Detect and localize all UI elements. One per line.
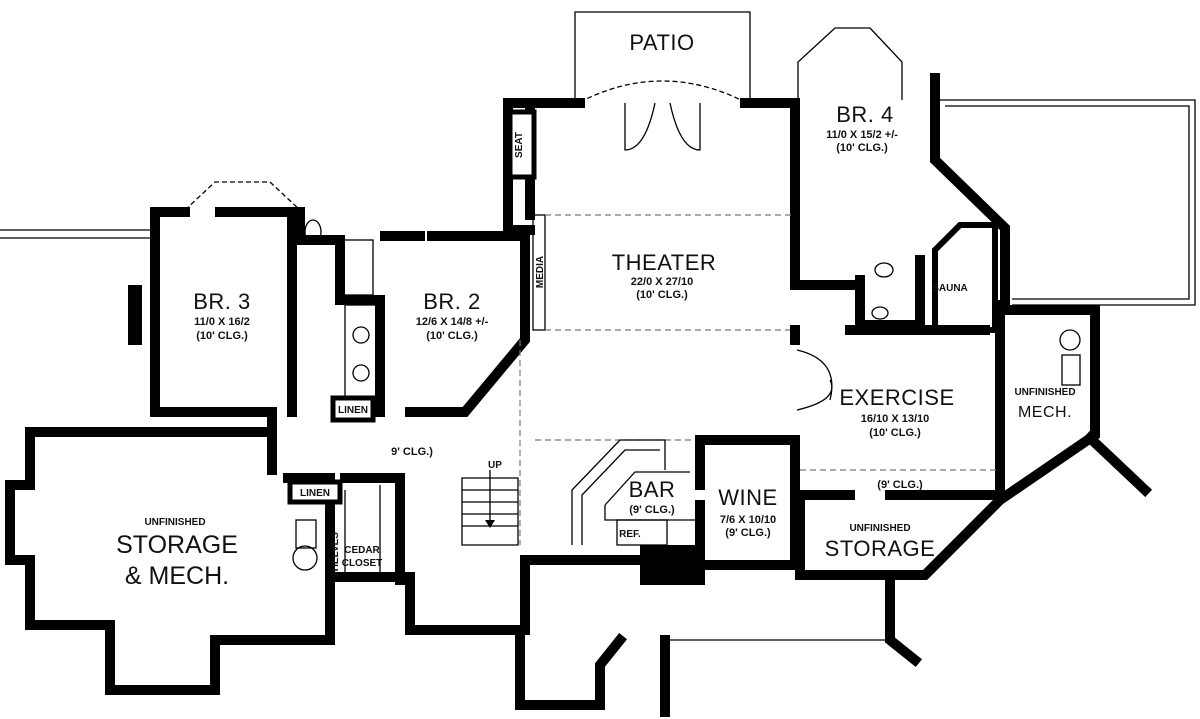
mech-label-2: MECH.	[1018, 404, 1072, 421]
linen-closet-1	[330, 395, 376, 423]
furnace-icon	[295, 519, 317, 549]
theater-ceiling: (10' CLG.)	[636, 289, 688, 301]
label-shelves: SHELVES	[330, 532, 341, 578]
label-exercise: EXERCISE	[839, 385, 954, 410]
wall-br3	[150, 207, 345, 437]
theater-french-doors	[624, 102, 701, 151]
wall-block	[640, 545, 705, 585]
wine-size: 7/6 X 10/10	[720, 514, 776, 526]
mech-label-1: UNFINISHED	[1014, 387, 1075, 398]
water-heater-icon	[292, 545, 318, 571]
exercise-door	[796, 349, 833, 411]
sink-icon	[352, 326, 370, 344]
label-up: UP	[488, 460, 502, 471]
label-patio: PATIO	[629, 30, 694, 55]
wall-theater	[503, 98, 855, 290]
label-linen-2: LINEN	[300, 488, 330, 499]
exterior-line	[0, 229, 155, 239]
label-wine: WINE	[718, 485, 777, 510]
tub	[342, 239, 374, 296]
storage-mech-label-3: & MECH.	[125, 562, 229, 590]
label-sauna: SAUNA	[932, 283, 968, 294]
bar-counter	[571, 439, 700, 545]
stair-arrow-icon	[485, 520, 495, 528]
br4-ceiling: (10' CLG.)	[836, 142, 888, 154]
outer-structure	[940, 99, 1196, 306]
label-seat: SEAT	[514, 132, 525, 158]
soffit-lines	[519, 214, 795, 545]
wall-bottom	[330, 555, 805, 717]
sink-icon	[874, 262, 894, 278]
cedar-label-2: CLOSET	[342, 558, 383, 569]
label-media: MEDIA	[535, 256, 546, 288]
br3-size: 11/0 X 16/2	[194, 316, 250, 328]
br2-ceiling: (10' CLG.)	[426, 330, 478, 342]
wall-wine	[695, 435, 805, 570]
br4-size: 11/0 X 15/2 +/-	[826, 129, 898, 141]
label-linen-1: LINEN	[338, 405, 368, 416]
wine-ceiling: (9' CLG.)	[725, 527, 771, 539]
hall-ceiling: 9' CLG.)	[391, 446, 433, 458]
patio-door-arc	[579, 80, 746, 103]
br3-ceiling: (10' CLG.)	[196, 330, 248, 342]
toilet-icon	[871, 306, 889, 320]
seat-box	[507, 109, 537, 180]
vanity	[344, 304, 378, 401]
media-cabinet	[532, 214, 546, 331]
bay-window-br4	[797, 27, 903, 100]
label-br2: BR. 2	[423, 289, 481, 314]
stair	[461, 470, 519, 546]
furnace-icon	[1061, 354, 1081, 386]
cedar-label-1: CEDAR	[344, 545, 380, 556]
wall-br2	[335, 231, 530, 417]
label-br3: BR. 3	[193, 289, 251, 314]
fireplace	[128, 285, 142, 345]
bar-ceiling: (9' CLG.)	[629, 504, 675, 516]
linen-closet-2	[287, 479, 343, 505]
exercise-hall-ceiling: (9' CLG.)	[877, 479, 923, 491]
theater-size: 22/0 X 27/10	[631, 276, 693, 288]
label-bar: BAR	[629, 477, 676, 502]
wall-outer-bottom-right	[885, 575, 923, 668]
storage-mech-label-2: STORAGE	[116, 531, 238, 559]
water-heater-icon	[1059, 329, 1081, 351]
exercise-ceiling: (10' CLG.)	[869, 427, 921, 439]
wall-exercise	[790, 300, 1153, 580]
wall-storage-mech	[5, 427, 405, 695]
wall-sauna	[932, 222, 998, 333]
toilet-icon	[304, 219, 322, 245]
patio-outline	[574, 11, 751, 100]
sink-icon	[352, 364, 370, 382]
br2-size: 12/6 X 14/8 +/-	[416, 316, 489, 328]
storage-label-2: STORAGE	[825, 536, 936, 561]
storage-label-1: UNFINISHED	[849, 523, 910, 534]
shelves-line	[344, 485, 381, 575]
exercise-size: 16/10 X 13/10	[861, 413, 930, 425]
label-ref: REF.	[619, 529, 641, 540]
bay-window-br3	[184, 181, 301, 211]
label-theater: THEATER	[612, 250, 717, 275]
storage-mech-label-1: UNFINISHED	[144, 517, 205, 528]
label-br4: BR. 4	[836, 102, 894, 127]
